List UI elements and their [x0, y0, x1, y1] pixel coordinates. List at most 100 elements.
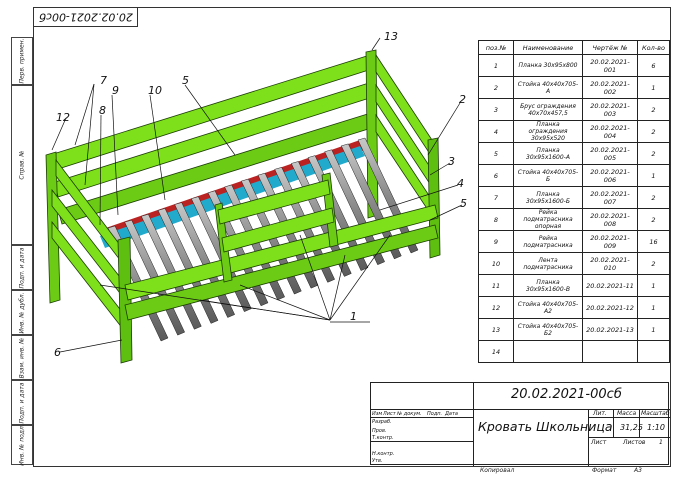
- left-headboard: [45, 151, 133, 364]
- tb-line: [588, 417, 670, 418]
- spec-cell: Рейка подматрасника опорная: [513, 208, 583, 231]
- spec-cell: 5: [478, 142, 514, 165]
- spec-cell: 20.02.2021-002: [582, 76, 638, 99]
- right-headboard: [365, 49, 441, 259]
- callout: 2: [459, 93, 466, 106]
- tb-scale: 1:10: [647, 423, 665, 432]
- spec-cell: 20.02.2021-12: [582, 296, 638, 319]
- spec-cell: 1: [478, 54, 514, 77]
- tb-mass: 31,25: [620, 423, 643, 432]
- tb-role: Разраб.: [372, 419, 392, 425]
- spec-cell: 16: [637, 230, 670, 253]
- callout: 3: [448, 155, 455, 168]
- tb-col-label: Изм: [372, 411, 383, 417]
- side-cell: Подп. и дата: [11, 380, 33, 425]
- spec-cell: 6: [637, 54, 670, 77]
- spec-cell: 1: [637, 76, 670, 99]
- spec-cell: 20.02.2021-009: [582, 230, 638, 253]
- spec-cell: Стойка 40х40х705-Б2: [513, 318, 583, 341]
- spec-cell: [513, 340, 583, 363]
- callout: 10: [148, 84, 162, 97]
- callout-numbers: 13 7 12 9 10 5 8 2 3 4 5 6 1: [54, 30, 467, 359]
- tb-line: [639, 409, 640, 437]
- spec-cell: 14: [478, 340, 514, 363]
- callout: 6: [54, 346, 61, 359]
- spec-cell: Стойка 40х40х705-Б: [513, 164, 583, 187]
- spec-cell: 2: [637, 208, 670, 231]
- side-guard: [214, 172, 339, 283]
- spec-cell: Лента подматрасника: [513, 252, 583, 275]
- spec-cell: 11: [478, 274, 514, 297]
- spec-cell: Рейка подматрасника: [513, 230, 583, 253]
- spec-cell: 2: [637, 142, 670, 165]
- spec-cell: 3: [478, 98, 514, 121]
- spec-cell: Планка 30х95х800: [513, 54, 583, 77]
- tb-col-label: № докум.: [397, 411, 422, 417]
- drawing-frame: [33, 7, 671, 467]
- tb-role: Утв.: [372, 458, 383, 464]
- spec-cell: 9: [478, 230, 514, 253]
- spec-cell: 1: [637, 318, 670, 341]
- spec-cell: 8: [478, 208, 514, 231]
- callout: 8: [99, 104, 106, 117]
- spec-cell: 1: [637, 296, 670, 319]
- spec-header-row: поз.№ Наименование Чертёж № Кол-во: [478, 40, 670, 55]
- callout: 5: [460, 197, 467, 210]
- front-rail: [124, 204, 439, 321]
- spec-cell: 20.02.2021-005: [582, 142, 638, 165]
- spec-cell: Планка 30х95х1600-А: [513, 142, 583, 165]
- spec-cell: [637, 340, 670, 363]
- spec-cell: 20.02.2021-010: [582, 252, 638, 275]
- side-strip: Перв. примен. Справ. № Подп. и дата Инв.…: [11, 37, 33, 466]
- format-label: Формат: [592, 467, 617, 474]
- tb-lit-label: Лит.: [593, 410, 607, 417]
- spec-cell: 6: [478, 164, 514, 187]
- spec-cell: 2: [637, 120, 670, 143]
- tb-sheet-label: Лист: [591, 439, 607, 446]
- rotated-stamp: 20.02.2021-00сб: [33, 7, 138, 27]
- callout: 1: [350, 310, 357, 323]
- spec-cell: 10: [478, 252, 514, 275]
- spec-cell: Планка 30х95х1600-В: [513, 274, 583, 297]
- tb-line: [588, 437, 670, 438]
- tb-sheets: 1: [659, 439, 663, 446]
- side-cell: Подп. и дата: [11, 245, 33, 290]
- format-value: А3: [634, 467, 642, 474]
- callout: 4: [457, 177, 464, 190]
- spec-cell: 20.02.2021-006: [582, 164, 638, 187]
- spec-cell: 1: [637, 274, 670, 297]
- spec-cell: Планка 30х95х1600-Б: [513, 186, 583, 209]
- spec-cell: 20.02.2021-11: [582, 274, 638, 297]
- spec-cell: 2: [637, 252, 670, 275]
- spec-cell: Планка ограждения 30х95х520: [513, 120, 583, 143]
- spec-cell: 1: [637, 164, 670, 187]
- tb-scale-label: Масштаб: [641, 410, 670, 417]
- tb-col-label: Лист: [383, 411, 396, 417]
- side-cell: Перв. примен.: [11, 37, 33, 85]
- spec-cell: 20.02.2021-003: [582, 98, 638, 121]
- spec-cell: Стойка 40х40х705-А: [513, 76, 583, 99]
- tb-col-label: Подп.: [427, 411, 443, 417]
- title-block: 20.02.2021-00сб Кровать Школьница Лит. М…: [370, 382, 670, 466]
- tb-role: Н.контр.: [372, 451, 395, 457]
- spec-cell: Брус ограждения 40х70х457,5: [513, 98, 583, 121]
- tb-role: Пров.: [372, 428, 387, 434]
- side-cell: Справ. №: [11, 85, 33, 245]
- tb-line: [613, 409, 614, 437]
- spec-cell: 2: [478, 76, 514, 99]
- spec-cell: 2: [637, 98, 670, 121]
- tb-sheets-label: Листов: [623, 439, 646, 446]
- tb-col-label: Дата: [445, 411, 458, 417]
